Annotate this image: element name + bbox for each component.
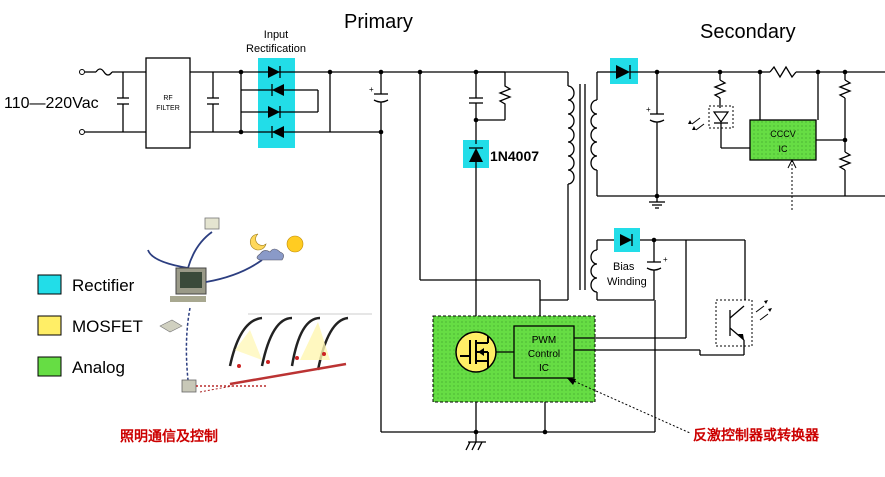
opto-transistor <box>699 299 772 356</box>
mosfet-symbol <box>460 336 489 368</box>
flyback-caption: 反激控制器或转换器 <box>693 427 820 444</box>
legend-label-mosfet: MOSFET <box>72 317 143 336</box>
rf-filter-label-1: RF <box>163 95 172 102</box>
secondary-ground-icon <box>649 196 665 209</box>
lighting-control-illustration <box>140 212 380 412</box>
svg-text:+: + <box>663 255 668 264</box>
transformer <box>567 72 598 300</box>
snubber <box>469 71 512 123</box>
legend-swatch-analog <box>37 356 62 377</box>
legend-swatch-rectifier <box>37 274 62 295</box>
lighting-caption: 照明通信及控制 <box>120 428 218 445</box>
cccv-label-2: IC <box>779 144 789 154</box>
fuse-icon <box>95 68 113 76</box>
cccv-ic-box <box>749 119 817 161</box>
rf-filter-label-2: FILTER <box>156 105 180 112</box>
filter-capacitor <box>207 72 219 132</box>
output-resistor <box>769 65 797 79</box>
legend-label-analog: Analog <box>72 358 125 377</box>
svg-text:+: + <box>369 85 374 94</box>
primary-ground-icon <box>465 432 486 451</box>
opto-led <box>688 72 760 149</box>
legend-label-rectifier: Rectifier <box>72 276 135 295</box>
rf-filter-box <box>145 57 191 149</box>
input-rect-label-1: Input <box>264 29 288 41</box>
feedback-divider <box>838 72 852 196</box>
legend: Rectifier MOSFET Analog <box>37 274 143 377</box>
bulk-capacitor: + <box>369 72 389 432</box>
vac-label: 110—220Vac <box>4 95 99 112</box>
bias-label-2: Winding <box>607 276 647 288</box>
secondary-label: Secondary <box>700 21 796 43</box>
bias-label-1: Bias <box>613 261 635 273</box>
pwm-label-2: Control <box>528 349 560 360</box>
pwm-ic-box <box>513 325 575 379</box>
pwm-label-1: PWM <box>532 335 556 346</box>
legend-swatch-mosfet <box>37 315 62 336</box>
diode-1n4007 <box>469 120 483 325</box>
output-capacitor: + <box>646 72 665 196</box>
svg-text:+: + <box>646 105 651 114</box>
pwm-label-3: IC <box>539 363 549 374</box>
diode-1n4007-label: 1N4007 <box>490 148 539 164</box>
bias-capacitor: + <box>646 240 668 300</box>
bias-diode <box>620 234 633 246</box>
cccv-label-1: CCCV <box>770 129 796 139</box>
bridge-rectifier <box>240 66 331 138</box>
primary-label: Primary <box>344 11 413 33</box>
input-rect-label-2: Rectification <box>246 43 306 55</box>
ac-input <box>79 68 146 135</box>
